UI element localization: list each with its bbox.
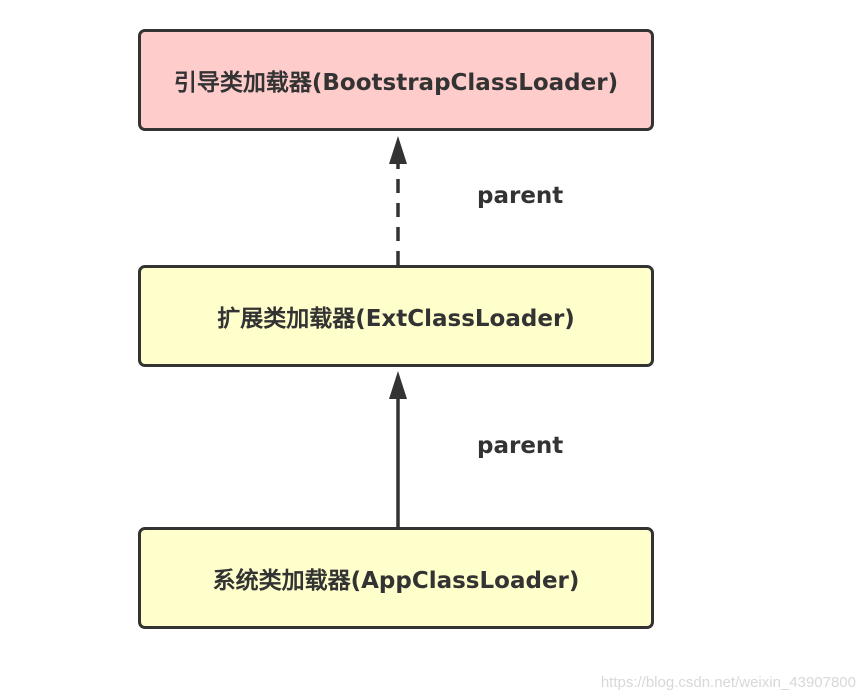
bootstrap-classloader-label: 引导类加载器(BootstrapClassLoader) (173, 70, 619, 96)
edge-label-parent-bottom: parent (477, 433, 564, 459)
arrowhead-top (389, 136, 407, 164)
app-classloader-node: 系统类加载器(AppClassLoader) (138, 527, 654, 629)
edge-label-parent-top: parent (477, 183, 564, 209)
bootstrap-classloader-node: 引导类加载器(BootstrapClassLoader) (138, 29, 654, 131)
app-classloader-label: 系统类加载器(AppClassLoader) (212, 568, 580, 594)
ext-classloader-label: 扩展类加载器(ExtClassLoader) (217, 306, 575, 332)
ext-classloader-node: 扩展类加载器(ExtClassLoader) (138, 265, 654, 367)
watermark: https://blog.csdn.net/weixin_43907800 (600, 674, 856, 691)
arrowhead-middle (389, 371, 407, 399)
